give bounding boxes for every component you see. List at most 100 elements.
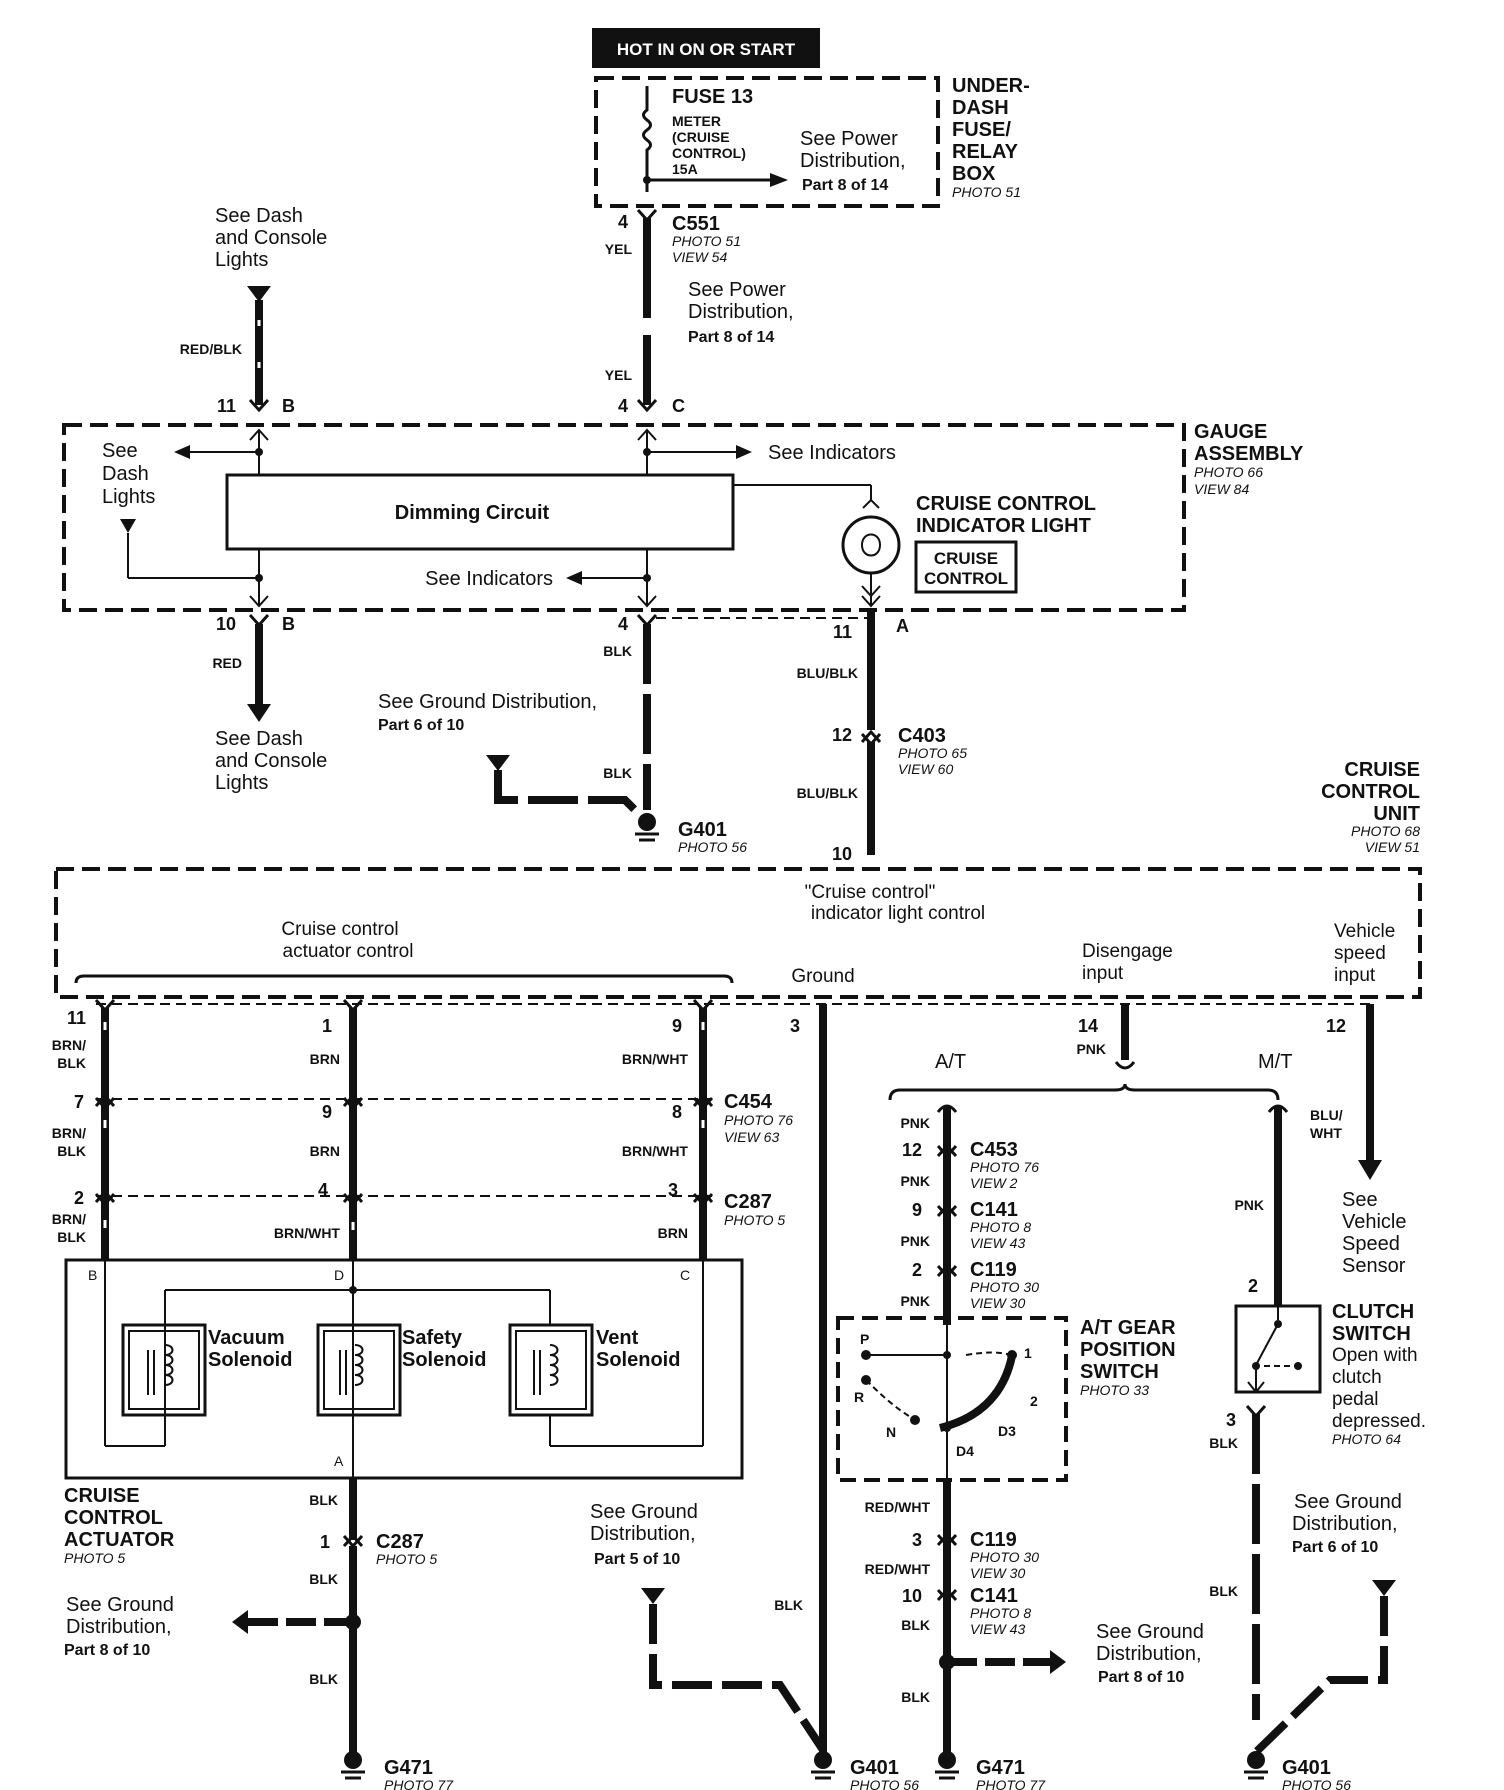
lw-p1: 1 <box>322 1016 332 1036</box>
blk-mid-wire2: BLK <box>603 765 632 781</box>
actuator-title-3: ACTUATOR <box>64 1529 175 1551</box>
gauge-title-2: ASSEMBLY <box>1194 443 1304 465</box>
c141a-photo: PHOTO 8 <box>970 1219 1031 1235</box>
at-p12: 12 <box>902 1140 922 1160</box>
act-pin-c: C <box>680 1267 690 1283</box>
mt-gphoto: PHOTO 56 <box>1282 1777 1351 1790</box>
vss-text-4: Sensor <box>1342 1255 1406 1277</box>
c454-name: C454 <box>724 1091 773 1113</box>
clutch-desc-1: Open with <box>1332 1345 1418 1366</box>
lw-w2a: BRN/ <box>52 1125 86 1141</box>
pnk-pin: 14 <box>1078 1016 1098 1036</box>
arrow-down-icon <box>1372 1580 1396 1596</box>
arrow-right-icon <box>1050 1650 1066 1674</box>
g401-mid-photo: PHOTO 56 <box>678 839 747 855</box>
pnk-at: A/T <box>935 1051 966 1073</box>
g3-photo: PHOTO 56 <box>850 1777 919 1790</box>
gauge-view: VIEW 84 <box>1194 481 1249 497</box>
ccu-indicator-1: "Cruise control" <box>805 882 936 903</box>
arrow-down-icon <box>641 1588 665 1604</box>
atb-see-1: See Ground <box>1096 1621 1204 1643</box>
ag-c287: C287 <box>376 1531 424 1553</box>
dimming-circuit-box <box>225 473 735 551</box>
dash-bottom-letter: B <box>282 614 295 634</box>
mt-see-2: Distribution, <box>1292 1513 1398 1535</box>
yel2-pin: 4 <box>618 396 628 416</box>
c453-photo: PHOTO 76 <box>970 1159 1039 1175</box>
c119a-name: C119 <box>970 1259 1017 1281</box>
see-dash-1: See <box>102 440 138 462</box>
ccu-indicator-2: indicator light control <box>811 903 985 924</box>
gauge-photo: PHOTO 66 <box>1194 464 1263 480</box>
ag-see-2: Distribution, <box>66 1616 172 1638</box>
clutch-desc-2: clutch <box>1332 1367 1382 1388</box>
ccu-title-1: CRUISE <box>1344 759 1420 781</box>
lw-r1: BRN/WHT <box>622 1051 689 1067</box>
mt-w1a: BLU/ <box>1310 1107 1343 1123</box>
ccu-actuator-2: actuator control <box>283 941 414 962</box>
c287a-name: C287 <box>724 1191 772 1213</box>
fuse-box-title-2: DASH <box>952 97 1009 119</box>
lw-m2: BRN <box>310 1143 340 1159</box>
ag-see-1: See Ground <box>66 1594 174 1616</box>
safety-label-1: Safety <box>402 1327 463 1349</box>
g3-pin: 3 <box>790 1016 800 1036</box>
lw-w1a: BRN/ <box>52 1037 86 1053</box>
ccil-title-2: INDICATOR LIGHT <box>916 515 1091 537</box>
arrow-left-icon <box>566 571 582 585</box>
blu-pin-top: 11 <box>833 622 852 642</box>
lw-p9: 9 <box>322 1102 332 1122</box>
blu-letter: A <box>896 616 909 636</box>
header-box <box>592 28 820 68</box>
ground-icon <box>1244 1751 1268 1780</box>
fuse-see-power-3: Part 8 of 14 <box>802 177 888 194</box>
arrow-down-icon <box>247 704 271 722</box>
c551-pin: 4 <box>618 212 628 232</box>
lw-p8: 8 <box>672 1102 682 1122</box>
at-1: 1 <box>1024 1345 1032 1361</box>
lw-r2: BRN/WHT <box>622 1143 689 1159</box>
fuse-see-power-2: Distribution, <box>800 150 906 172</box>
lw-r3: BRN <box>658 1225 688 1241</box>
safety-label-2: Solenoid <box>402 1349 486 1371</box>
at-w1: PNK <box>900 1115 930 1131</box>
lw-p9r: 9 <box>672 1016 682 1036</box>
atb-see-3: Part 8 of 10 <box>1098 1669 1184 1686</box>
arrow-down-icon <box>1358 1160 1382 1180</box>
see-power-mid-1: See Power <box>688 279 786 301</box>
mt-p2: 2 <box>1248 1276 1258 1296</box>
lw-m1: BRN <box>310 1051 340 1067</box>
ccu-photo: PHOTO 68 <box>1351 823 1420 839</box>
ag-wire2: BLK <box>309 1571 338 1587</box>
vss-text-2: Vehicle <box>1342 1211 1407 1233</box>
atb-w3: BLK <box>901 1617 930 1633</box>
g3-see-3: Part 5 of 10 <box>594 1551 680 1568</box>
lw-p3: 3 <box>668 1180 678 1200</box>
atb-ground: G471 <box>976 1757 1025 1779</box>
pnk-split <box>888 1083 1280 1101</box>
vacuum-label-1: Vacuum <box>208 1327 285 1349</box>
clutch-desc-4: depressed. <box>1332 1411 1426 1432</box>
at-r: R <box>854 1389 864 1405</box>
cruise-badge-1: CRUISE <box>934 549 998 568</box>
ccu-disengage-1: Disengage <box>1082 941 1173 962</box>
c141a-view: VIEW 43 <box>970 1235 1025 1251</box>
at-p2: 2 <box>912 1260 922 1280</box>
arrow-right-icon <box>736 445 752 459</box>
at-p9: 9 <box>912 1200 922 1220</box>
atb-p3: 3 <box>912 1530 922 1550</box>
at-title-2: POSITION <box>1080 1339 1176 1361</box>
ag-pin: 1 <box>320 1532 330 1552</box>
lw-w3b: BLK <box>57 1229 86 1245</box>
at-p: P <box>860 1331 869 1347</box>
fuse-desc-4: 15A <box>672 161 698 177</box>
dash-top-pin: 11 <box>217 396 236 416</box>
ground-icon <box>635 813 659 842</box>
at-w3: PNK <box>900 1233 930 1249</box>
vss-text-1: See <box>1342 1189 1378 1211</box>
dash-bottom-wire: RED <box>212 655 242 671</box>
see-indicators-top: See Indicators <box>768 442 896 464</box>
clutch-desc-3: pedal <box>1332 1389 1379 1410</box>
lw-p11: 11 <box>67 1008 86 1028</box>
c141b-photo: PHOTO 8 <box>970 1605 1031 1621</box>
